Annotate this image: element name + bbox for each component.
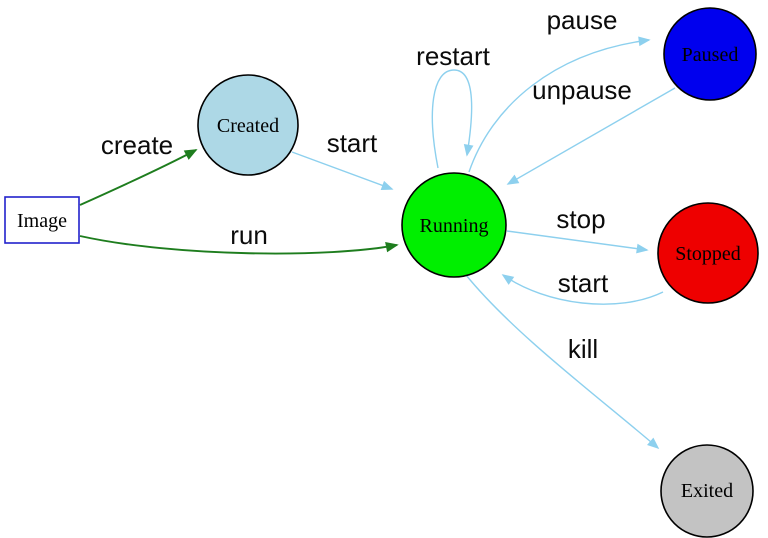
edge-stop [506,230,649,254]
created-label: Created [217,115,279,137]
edge-start-created-running [291,151,394,191]
edge-label-start-stopped: start [558,268,609,298]
image-box [4,196,80,244]
paused-circle [663,7,757,101]
edge-start-stopped-running [501,274,664,305]
exited-circle [660,444,754,538]
node-created: Created [197,74,299,176]
edge-restart-selfloop [431,69,474,169]
edge-label-restart: restart [416,41,490,71]
edge-label-run: run [230,220,268,250]
stopped-circle [657,202,759,304]
edge-create [79,149,198,206]
edge-label-create: create [101,130,173,160]
node-exited: Exited [660,444,754,538]
edge-labels: create start restart pause unpause run s… [101,5,632,364]
exited-label: Exited [681,480,733,502]
node-paused: Paused [663,7,757,101]
edge-label-start-created: start [327,128,378,158]
edge-run [79,235,399,255]
edge-label-kill: kill [568,334,598,364]
edge-label-stop: stop [556,204,605,234]
edge-pause [468,36,651,173]
stopped-label: Stopped [675,243,741,265]
edge-label-pause: pause [547,5,618,35]
paused-label: Paused [682,44,739,66]
edges [79,36,676,450]
edge-label-unpause: unpause [532,75,632,105]
node-image: Image [4,196,80,244]
image-label: Image [17,210,67,232]
node-stopped: Stopped [657,202,759,304]
created-circle [197,74,299,176]
node-running: Running [401,172,507,278]
running-label: Running [420,215,489,237]
edge-kill [465,274,660,450]
running-circle [401,172,507,278]
edge-unpause [506,87,676,185]
